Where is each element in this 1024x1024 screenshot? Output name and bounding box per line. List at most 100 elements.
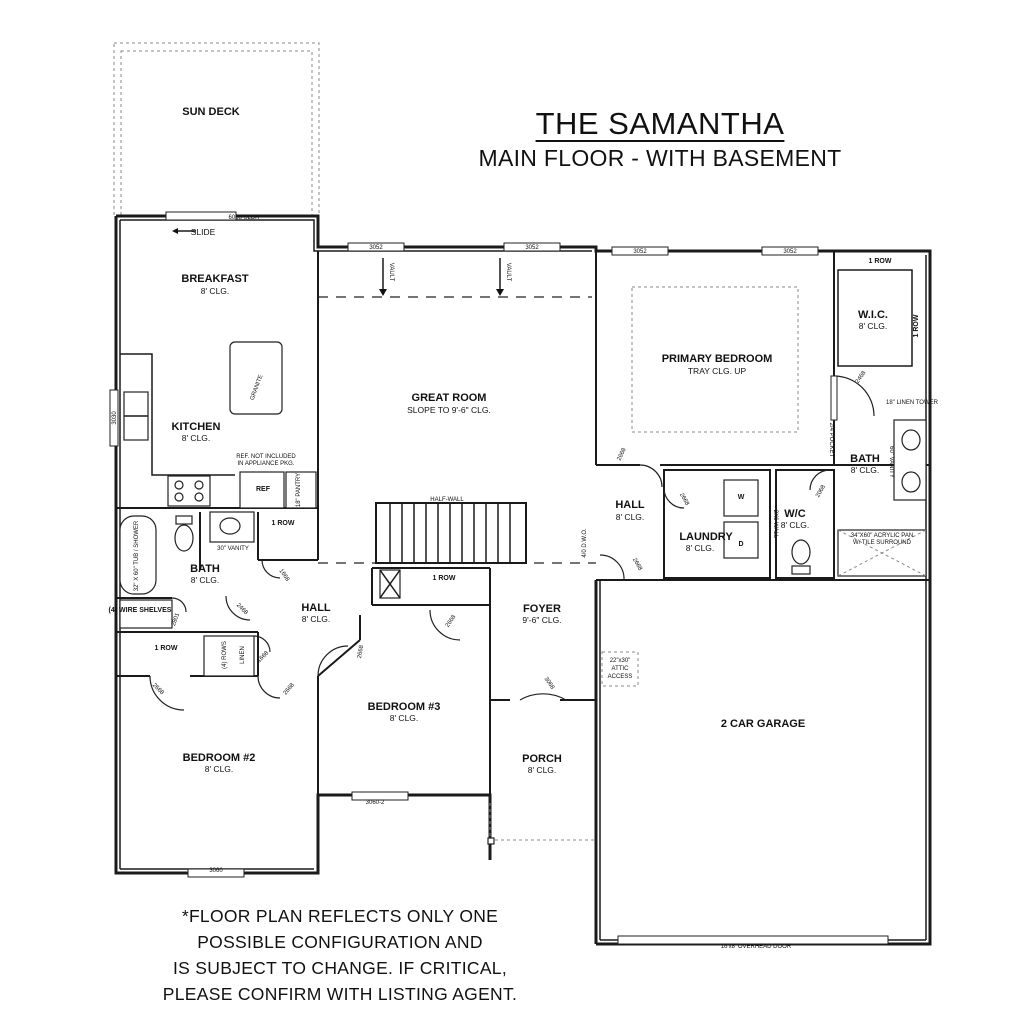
label-ref-note-1: REF. NOT INCLUDED [236, 454, 296, 460]
disclaimer-line-4: PLEASE CONFIRM WITH LISTING AGENT. [162, 984, 518, 1004]
room-hall-left: HALL [301, 602, 331, 614]
room-bedroom3: BEDROOM #3 [368, 701, 441, 713]
label-tile-surround: W/ TILE SURROUND [853, 540, 912, 546]
room-primary-bath: BATH [850, 453, 880, 465]
pantry [285, 471, 317, 509]
room-foyer: FOYER [523, 603, 561, 615]
label-pantry: 18" PANTRY [296, 473, 302, 507]
label-window-3052-b: 3052 [525, 245, 539, 251]
room-bedroom2: BEDROOM #2 [183, 752, 256, 764]
label-slide: SLIDE [191, 227, 216, 237]
label-one-row-wic-side: 1 ROW [913, 314, 920, 337]
disclaimer-line-1: *FLOOR PLAN REFLECTS ONLY ONE [181, 906, 499, 926]
label-half-wall: HALF-WALL [430, 497, 464, 503]
attic-access [601, 651, 639, 687]
label-window-3052-c: 3052 [633, 249, 647, 255]
sun-deck [113, 42, 320, 216]
label-vanity-30: 30" VANITY [217, 546, 249, 552]
vault-arrows [172, 228, 504, 296]
disclaimer-line-2: POSSIBLE CONFIGURATION AND [197, 932, 483, 952]
label-door-2668-f: 2668 [357, 644, 365, 659]
kitchen-island [229, 341, 283, 415]
label-vault-a: VAULT [388, 263, 394, 282]
clg-foyer: 9'-6" CLG. [522, 615, 561, 625]
refrigerator [239, 471, 285, 509]
disclaimer-note: *FLOOR PLAN REFLECTS ONLY ONE POSSIBLE C… [120, 903, 560, 1007]
annotations: 6068 SLDR SLIDE 3052 3052 3052 3052 VAUL… [109, 215, 939, 950]
label-ref-note-2: IN APPLIANCE PKG. [237, 461, 294, 467]
tub [119, 515, 157, 595]
interior-walls [116, 251, 930, 845]
range [167, 475, 211, 507]
room-laundry: LAUNDRY [679, 531, 733, 543]
label-window-3052-d: 3052 [783, 249, 797, 255]
label-pocket: 2/4 POCKET [828, 423, 834, 458]
room-hall-right: HALL [615, 499, 645, 511]
room-great-room: GREAT ROOM [412, 392, 487, 404]
room-primary-bedroom: PRIMARY BEDROOM [662, 353, 773, 365]
label-door-3068: 3068 [543, 676, 556, 691]
label-door-1668-a: 1668 [278, 568, 291, 583]
clg-bedroom3: 8' CLG. [390, 713, 419, 723]
label-window-3060-2: 3060-2 [366, 800, 385, 806]
clg-bath: 8' CLG. [191, 575, 220, 585]
room-breakfast: BREAKFAST [181, 273, 249, 285]
plan-subtitle: MAIN FLOOR - WITH BASEMENT [478, 145, 842, 171]
label-dwo: 4/0 D.W.O. [582, 528, 588, 558]
clg-primary-bedroom: TRAY CLG. UP [688, 366, 747, 376]
room-sun-deck: SUN DECK [182, 106, 240, 118]
label-door-2668-d: 2668 [283, 682, 297, 697]
wc-toilet [791, 539, 811, 565]
stairs [375, 502, 527, 599]
label-acrylic-pan: 34"X60" ACRYLIC PAN [851, 533, 913, 539]
label-linen: LINEN [240, 646, 246, 664]
clg-wc: 8' CLG. [781, 520, 810, 530]
label-washer: W [738, 494, 745, 501]
clg-porch: 8' CLG. [528, 765, 557, 775]
label-attic-2: ATTIC [612, 666, 630, 672]
label-door-2468-bath: 2468 [235, 602, 249, 616]
clg-hall-left: 8' CLG. [302, 614, 331, 624]
label-door-2668-c: 2668 [631, 557, 643, 572]
label-one-row-bath: 1 ROW [272, 520, 295, 527]
windows [109, 211, 889, 945]
label-window-3060: 3060 [209, 868, 223, 874]
label-attic-3: ACCESS [608, 674, 633, 680]
label-window-3030: 3030 [112, 411, 118, 425]
label-window-3052-a: 3052 [369, 245, 383, 251]
clg-great-room: SLOPE TO 9'-6" CLG. [407, 405, 491, 415]
toilet [174, 524, 194, 552]
clg-breakfast: 8' CLG. [201, 286, 230, 296]
label-dryer: D [738, 541, 743, 548]
label-one-row-b2: 1 ROW [155, 645, 178, 652]
label-linen-tower: 18" LINEN TOWER [886, 400, 939, 406]
room-kitchen: KITCHEN [172, 421, 221, 433]
label-slider: 6068 SLDR [228, 215, 260, 221]
room-bath: BATH [190, 563, 220, 575]
washer [723, 479, 759, 517]
label-vanity-60: 60" VANITY [888, 446, 894, 478]
room-wic: W.I.C. [858, 309, 888, 321]
label-one-row-wic: 1 ROW [869, 258, 892, 265]
label-one-row-stair: 1 ROW [433, 575, 456, 582]
clg-hall-right: 8' CLG. [616, 512, 645, 522]
bath-fixtures [119, 419, 927, 677]
doors [149, 375, 875, 711]
room-garage: 2 CAR GARAGE [721, 718, 805, 730]
clg-kitchen: 8' CLG. [182, 433, 211, 443]
label-door-2068: 2068 [815, 484, 827, 499]
label-door-2801: 2801 [171, 612, 181, 627]
label-door-2668-g: 2668 [445, 614, 458, 629]
clg-wic: 8' CLG. [859, 321, 888, 331]
clg-primary-bath: 8' CLG. [851, 465, 880, 475]
label-attic-1: 22"x30" [610, 658, 631, 664]
disclaimer-line-3: IS SUBJECT TO CHANGE. IF CRITICAL, [172, 958, 507, 978]
kitchen-fixtures [120, 341, 317, 509]
room-porch: PORCH [522, 753, 562, 765]
label-four-rows: (4) ROWS [222, 641, 228, 669]
clg-bedroom2: 8' CLG. [205, 764, 234, 774]
label-door-2668-a: 2668 [617, 447, 628, 462]
plan-title: THE SAMANTHA [535, 106, 785, 141]
label-tub-shower: 32" X 60" TUB / SHOWER [134, 520, 140, 591]
